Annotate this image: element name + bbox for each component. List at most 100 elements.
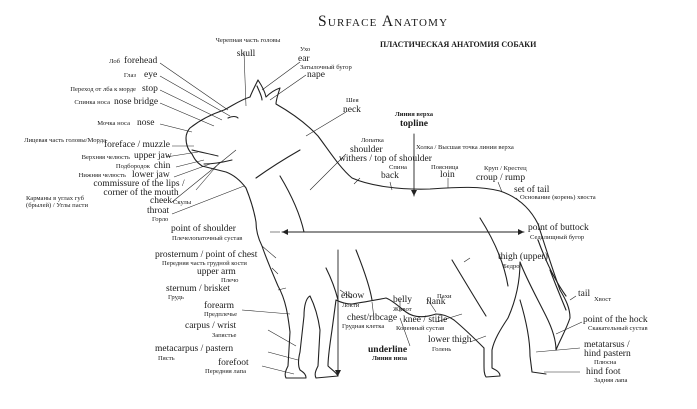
leader-lowerjaw: [173, 163, 211, 178]
label-knee-ru: Коленный сустав: [396, 325, 445, 332]
label-setoftail-en: set of tail: [514, 185, 550, 195]
label-neck-en: neck: [343, 105, 361, 115]
leader-chest: [371, 301, 375, 319]
shoulder-line: [279, 175, 305, 233]
label-belly-ru: Живот: [393, 306, 412, 313]
label-back-ru: Спина: [389, 164, 407, 171]
leader-back: [389, 181, 393, 191]
rib-line: [355, 249, 373, 301]
label-skull-en: skull: [236, 49, 256, 59]
label-lowerthigh-ru: Голень: [432, 346, 452, 353]
leader-cheek: [171, 149, 237, 203]
label-loin-ru: Поясница: [431, 164, 459, 171]
label-chest-en: chest/ribcage: [347, 313, 398, 323]
label-throat-en: throat: [147, 206, 170, 216]
label-commissure-en2: corner of the mouth: [103, 188, 179, 198]
label-pointbuttock-ru: Седалищный бугор: [530, 234, 585, 241]
label-chest-ru: Грудная клетка: [342, 323, 385, 330]
leader-thigh: [463, 257, 471, 263]
label-commissure-ru: Карманы в углах губ (брылей) / Углы паст…: [26, 195, 88, 209]
label-back-en: back: [381, 171, 399, 181]
label-eye-ru: Глаз: [123, 72, 136, 79]
label-metatarsus-ru: Плюсна: [594, 359, 617, 366]
label-pointbuttock-en: point of buttock: [528, 223, 589, 233]
leader-croup: [497, 181, 503, 193]
leader-withers: [353, 177, 361, 185]
leader-ear: [261, 61, 301, 91]
mouth-line: [191, 149, 219, 157]
label-nosebridge-en: nose bridge: [114, 97, 159, 107]
label-forehead-ru: Лоб: [109, 58, 120, 65]
label-nose-en: nose: [137, 118, 155, 128]
dog-outline: [185, 79, 571, 379]
label-occiput-ru: Затылочный бугор: [300, 64, 352, 71]
label-thigh-en: thigh (upper): [498, 252, 548, 262]
leader-elbow: [339, 289, 353, 299]
label-skull-ru: Черепная часть головы: [215, 37, 281, 44]
leader-nose: [159, 123, 193, 133]
label-forearm-ru: Предплечье: [204, 311, 238, 318]
leader-nape: [269, 74, 307, 101]
label-croup-ru: Круп / Крестец: [484, 165, 527, 172]
arrowhead-right: [518, 229, 524, 235]
label-flank-en: flank: [426, 297, 446, 307]
label-chin-ru: Подбородок: [115, 163, 150, 170]
leader-throat: [171, 185, 245, 215]
leader-stop: [159, 89, 223, 121]
label-prosternum-ru: Передняя часть грудной кости: [162, 260, 247, 267]
label-elbow-en: elbow: [341, 291, 365, 301]
label-hock-ru: Скакательный сустав: [588, 325, 648, 332]
diagram-subtitle: ПЛАСТИЧЕСКАЯ АНАТОМИЯ СОБАКИ: [380, 40, 537, 49]
leader-commissure: [195, 161, 221, 191]
leader-lowerthigh: [469, 335, 487, 343]
label-stop-en: stop: [142, 84, 158, 94]
label-stop-ru: Переход от лба к морде: [70, 86, 136, 93]
label-nape-en: nape: [307, 70, 325, 80]
label-underline-en: underline: [368, 345, 408, 355]
label-thigh-ru: Бедро: [503, 263, 520, 270]
leader-tail: [569, 295, 577, 301]
label-chin-en: chin: [154, 161, 171, 171]
arrowhead-topline: [411, 190, 417, 196]
label-nosebridge-ru: Спинка носа: [74, 99, 110, 106]
eye-mark: [227, 115, 239, 119]
label-topline-ru: Линия верха: [394, 111, 434, 118]
label-upperarm-en: upper arm: [197, 267, 236, 277]
label-sternum-ru: Грудь: [168, 294, 184, 301]
label-shoulder-en: shoulder: [350, 145, 383, 155]
label-neck-ru: Шея: [346, 97, 359, 104]
label-prosternum-en: prosternum / point of chest: [155, 250, 258, 260]
label-foreface-en: foreface / muzzle: [104, 140, 170, 150]
label-metacarpus-en: metacarpus / pastern: [155, 344, 234, 354]
label-foreface-ru: Лицевая часть головы/Морда: [24, 137, 106, 144]
elbow-line: [325, 267, 339, 301]
label-upperarm-ru: Плечо: [221, 277, 239, 284]
label-setoftail-ru: Основание (корень) хвоста: [520, 194, 596, 201]
leader-forehead: [159, 62, 229, 111]
label-lowerthigh-en: lower thigh: [428, 335, 472, 345]
diagram-title: Surface Anatomy: [318, 13, 449, 30]
label-hindfoot-ru: Задняя лапа: [594, 377, 628, 384]
label-lowerjaw-ru: Нижняя челюсть: [78, 172, 126, 179]
jaw-line: [203, 159, 233, 165]
hind-leg-far: [519, 299, 547, 375]
label-upperjaw-en: upper jaw: [134, 151, 172, 161]
label-hindfoot-en: hind foot: [586, 367, 621, 377]
leader-metacarpus: [267, 351, 299, 361]
label-carpus-ru: Запястье: [212, 332, 237, 339]
label-topline-en: topline: [400, 119, 428, 129]
neck-line: [255, 149, 301, 179]
label-flank-ru: Пахи: [437, 293, 452, 300]
label-underline-ru: Линия низа: [372, 355, 408, 362]
leader-eye: [159, 75, 231, 117]
label-ear-en: ear: [298, 54, 310, 64]
label-loin-en: loin: [440, 170, 455, 180]
label-carpus-en: carpus / wrist: [185, 321, 237, 331]
leader-flank: [427, 299, 437, 313]
label-hock-en: point of the hock: [583, 315, 648, 325]
leader-forearm: [241, 309, 291, 315]
leader-forefoot: [261, 365, 295, 375]
label-croup-en: croup / rump: [476, 173, 526, 183]
